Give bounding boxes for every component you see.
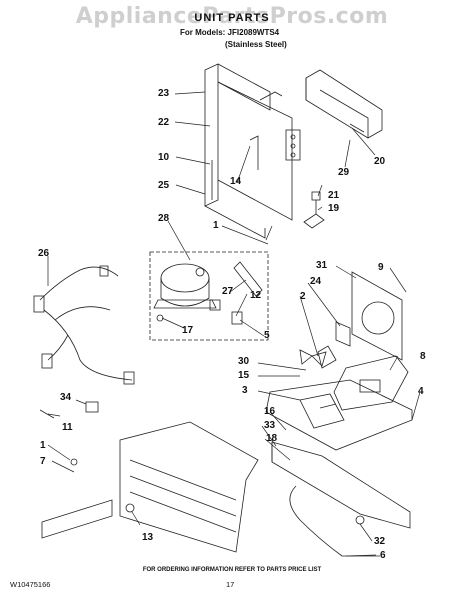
callout-32: 32: [374, 536, 386, 547]
small-clamps: [303, 191, 325, 229]
callout-1-upper: 1: [213, 220, 219, 231]
callout-6: 6: [380, 550, 386, 561]
evaporator-coil: [41, 421, 259, 553]
callout-19: 19: [328, 203, 340, 214]
callout-27: 27: [222, 286, 234, 297]
callout-2: 2: [300, 291, 306, 302]
callout-5: 5: [264, 330, 270, 341]
callout-20: 20: [374, 156, 386, 167]
fan-shroud: [317, 271, 403, 369]
callout-30: 30: [238, 356, 250, 367]
callout-23: 23: [158, 88, 170, 99]
leader-lines: [47, 91, 421, 557]
callout-14: 14: [230, 176, 242, 187]
callout-15: 15: [238, 370, 250, 381]
callout-7: 7: [40, 456, 46, 467]
page-number: 17: [226, 580, 235, 589]
callout-21: 21: [328, 190, 340, 201]
callout-17: 17: [182, 325, 194, 336]
callout-24: 24: [310, 276, 322, 287]
callout-18: 18: [266, 433, 278, 444]
control-bracket: [333, 355, 409, 411]
base-plate: [265, 379, 413, 451]
variant-line: (Stainless Steel): [225, 40, 287, 49]
wire-harness: [33, 265, 135, 385]
ordering-note: FOR ORDERING INFORMATION REFER TO PARTS …: [142, 567, 322, 573]
top-housing-assembly: [204, 63, 301, 239]
callout-1-lower: 1: [40, 440, 46, 451]
document-number: W10475166: [10, 580, 51, 589]
drain-tube: [289, 485, 380, 557]
callout-10: 10: [158, 152, 170, 163]
callout-9: 9: [378, 262, 384, 273]
page-title: UNIT PARTS: [194, 12, 270, 24]
callout-11: 11: [62, 422, 73, 433]
callout-22: 22: [158, 117, 170, 128]
callout-31: 31: [316, 260, 328, 271]
drain-pan: [271, 441, 411, 529]
callout-8: 8: [420, 351, 426, 362]
callout-29: 29: [338, 167, 350, 178]
callout-25: 25: [158, 180, 170, 191]
misc-small-parts: [39, 401, 99, 419]
callout-16: 16: [264, 406, 276, 417]
callout-34: 34: [60, 392, 72, 403]
callout-4: 4: [418, 386, 424, 397]
fan-blade: [299, 349, 327, 367]
compressor-dashed-box: [149, 251, 269, 341]
model-line: For Models: JFI2089WTS4: [180, 28, 280, 37]
callout-33: 33: [264, 420, 276, 431]
watermark: AppliancePartsPros.com: [75, 4, 389, 29]
callout-12: 12: [250, 290, 262, 301]
callout-26: 26: [38, 248, 50, 259]
callout-28: 28: [158, 213, 170, 224]
callout-3: 3: [242, 385, 248, 396]
callout-13: 13: [142, 532, 154, 543]
upper-right-cover: [305, 69, 383, 139]
